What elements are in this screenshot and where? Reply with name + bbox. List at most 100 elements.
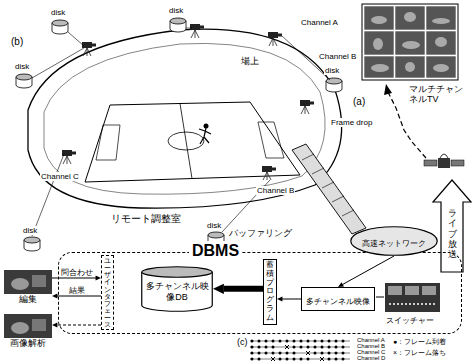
text-label: Channel B <box>318 52 357 61</box>
frame-dots <box>329 358 350 361</box>
tv-screen <box>364 56 394 78</box>
node-label: 多チャンネル映像DB <box>145 281 209 303</box>
arrow-head <box>277 296 282 301</box>
goal-area <box>258 122 284 158</box>
timeline-row <box>250 341 350 342</box>
text-label: disk <box>50 8 66 17</box>
text-label: Channel B <box>256 186 295 195</box>
tv-picture <box>404 12 416 22</box>
text-label: 場上 <box>240 56 260 66</box>
text-label: disk <box>14 62 30 71</box>
text-label: Channel A <box>300 18 339 27</box>
switcher-buttons <box>389 303 436 305</box>
goal-area <box>96 125 120 160</box>
timeline-row <box>250 353 350 354</box>
photo-ground <box>4 270 52 294</box>
tv-picture <box>405 62 415 72</box>
disk <box>170 18 186 32</box>
node-label: 蓄積プログラム <box>266 261 274 323</box>
connector-line <box>57 296 101 297</box>
tv-picture <box>433 64 449 72</box>
analysis-image: 画像解析 <box>4 314 52 349</box>
ellipse-shape <box>351 227 438 256</box>
tv-screen <box>395 6 425 30</box>
vertical-label: ライブ放送 <box>448 208 457 260</box>
photo-thumbnail <box>4 314 52 338</box>
cable <box>32 28 330 236</box>
timeline-row <box>250 359 350 360</box>
tv-picture <box>371 64 389 72</box>
photo-thumbnail <box>4 270 52 294</box>
disk <box>24 237 40 251</box>
timeline-row <box>250 347 350 348</box>
photo-shape <box>32 319 46 331</box>
program-box: 蓄積プログラム <box>263 259 277 325</box>
frame-dots <box>280 358 315 361</box>
text-label: スイッチャー <box>385 316 435 325</box>
tv-picture <box>371 16 387 24</box>
frame-dots <box>294 346 350 349</box>
tv-screen <box>426 31 456 55</box>
node-label: DBMS <box>189 241 242 260</box>
network-ellipse: 高速ネットワーク <box>350 226 438 256</box>
text-label: リモート調整室 <box>110 213 182 225</box>
edit-image: 編集 <box>4 270 52 305</box>
frame-timeline <box>250 341 350 361</box>
tube-hatch <box>302 154 354 216</box>
text-label: (c) <box>236 337 249 347</box>
switcher-monitor <box>422 286 436 295</box>
frame-dots <box>252 358 266 361</box>
switcher-monitor <box>405 286 419 295</box>
field <box>85 102 300 182</box>
photo-shape <box>11 322 29 334</box>
text-label: マルチチャンネルTV <box>408 84 470 105</box>
text-label: ●：フレーム到着 <box>392 338 447 346</box>
node-label: 多チャンネル映像 <box>306 297 370 306</box>
node-label: 高速ネットワーク <box>362 239 426 248</box>
camera <box>190 24 204 38</box>
frame-dots <box>252 352 301 355</box>
camera <box>268 32 282 46</box>
tv-picture <box>373 38 383 50</box>
arrow-head <box>52 293 57 298</box>
disk <box>52 20 68 34</box>
tv-screen <box>364 31 394 55</box>
arrow-head <box>213 284 224 294</box>
camera <box>82 42 96 56</box>
photo-shape <box>32 275 46 287</box>
text-label: ×：フレーム落ち <box>392 349 447 357</box>
cylinder-body <box>142 272 213 311</box>
disk <box>326 78 342 92</box>
arrow-head <box>384 84 392 95</box>
cylinder-top <box>142 267 213 278</box>
frame-dots <box>252 346 280 349</box>
text-label: Channel D <box>356 355 386 362</box>
satellite-dish <box>440 154 448 158</box>
connector-line <box>342 256 394 285</box>
switcher-monitor <box>388 286 402 295</box>
switcher-feed <box>376 297 384 298</box>
camera <box>300 100 314 114</box>
photo-shape <box>11 278 29 290</box>
satellite-panel <box>451 160 464 166</box>
player-figure <box>199 124 211 145</box>
connector <box>277 296 301 301</box>
player-body <box>199 128 211 144</box>
player-head <box>204 124 209 129</box>
video-input-box: 多チャンネル映像 <box>301 287 375 311</box>
tv-picture <box>435 37 447 47</box>
broadcast-arrow <box>433 180 471 272</box>
node-label: ユーザインタフェース <box>104 257 111 328</box>
connector-line <box>282 299 301 300</box>
text-label: Frame drop <box>330 118 373 127</box>
satellite <box>424 154 464 168</box>
node-label: 画像解析 <box>4 338 52 349</box>
tv-screen <box>395 31 425 55</box>
connector-line <box>57 325 101 326</box>
tv-screen <box>364 6 394 30</box>
satellite-panel <box>424 160 437 166</box>
tv-picture <box>402 41 420 49</box>
